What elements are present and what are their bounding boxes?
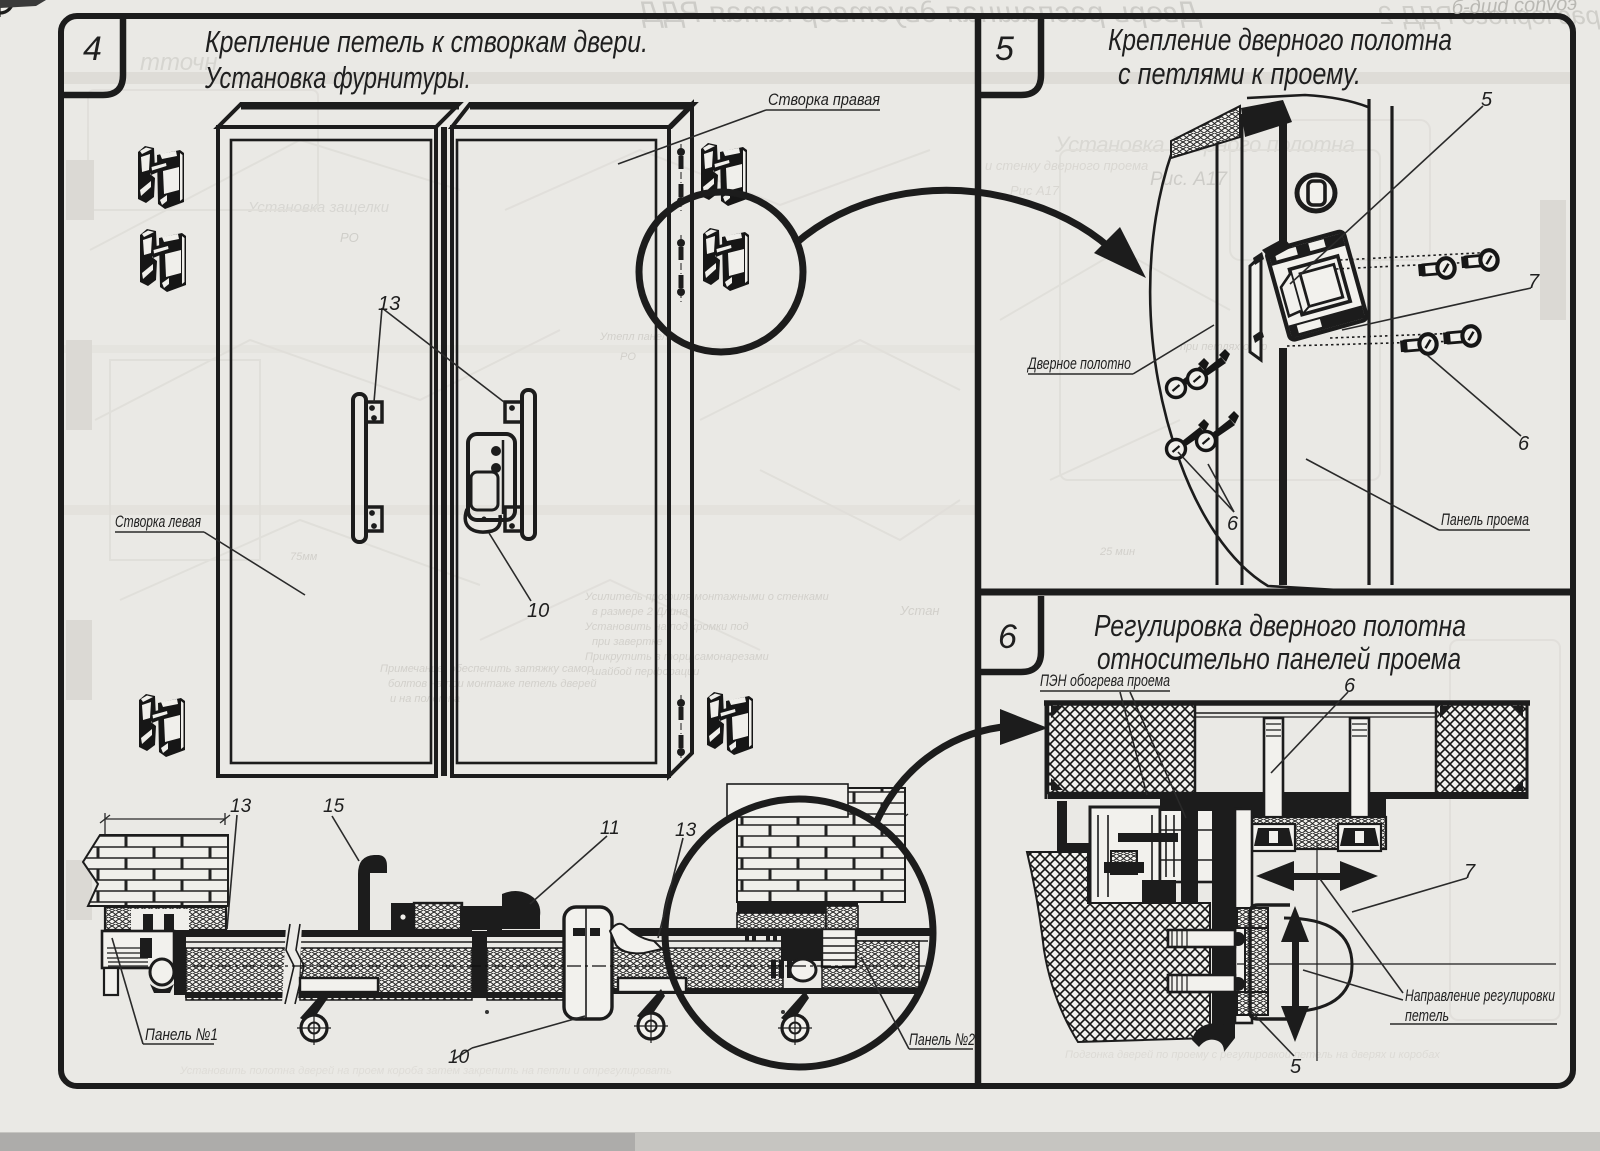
svg-text:13: 13 <box>230 796 252 817</box>
svg-text:Установить на под кромки под: Установить на под кромки под <box>584 621 749 633</box>
svg-text:с петлями к проему.: с петлями к проему. <box>1118 56 1361 91</box>
svg-text:6: 6 <box>998 618 1017 656</box>
svg-text:13: 13 <box>675 820 697 841</box>
svg-text:75мм: 75мм <box>290 551 318 563</box>
svg-text:Подгонка дверей по проему с ре: Подгонка дверей по проему с регулировкой… <box>1065 1049 1440 1061</box>
svg-text:РО: РО <box>620 351 636 363</box>
svg-text:РО: РО <box>340 230 359 245</box>
svg-text:б-дшd соnvоэ: б-дшd соnvоэ <box>1451 0 1577 19</box>
svg-text:при завертке: при завертке <box>592 636 663 648</box>
svg-text:Прикрутить в торц самонарезами: Прикрутить в торц самонарезами <box>585 651 769 663</box>
svg-text:11: 11 <box>600 818 620 839</box>
svg-text:Примечание: обеспечить затяжку: Примечание: обеспечить затяжку самор <box>380 663 593 675</box>
svg-text:Крепление дверного полотна: Крепление дверного полотна <box>1108 22 1452 57</box>
svg-text:Установка фурнитуры.: Установка фурнитуры. <box>204 60 471 95</box>
svg-text:болтов на при монтаже петель д: болтов на при монтаже петель дверей <box>388 678 596 690</box>
svg-text:Панель проема: Панель проема <box>1441 510 1529 529</box>
svg-text:15: 15 <box>323 796 345 817</box>
svg-text:5: 5 <box>1290 1056 1302 1078</box>
svg-text:Установка защелки: Установка защелки <box>247 199 390 216</box>
svg-text:Направление регулировки: Направление регулировки <box>1405 986 1555 1005</box>
svg-text:шайбой перфорации: шайбой перфорации <box>592 666 699 678</box>
svg-text:Панель №1: Панель №1 <box>145 1025 218 1044</box>
svg-text:10: 10 <box>527 600 549 622</box>
svg-text:тточн: тточн <box>140 49 218 76</box>
svg-text:7: 7 <box>1464 861 1476 883</box>
svg-text:Усилитель профиля монтажными о: Усилитель профиля монтажными о стенками <box>584 591 829 603</box>
svg-text:петель: петель <box>1405 1006 1449 1025</box>
svg-text:относительно панелей проема: относительно панелей проема <box>1097 641 1461 676</box>
svg-text:4: 4 <box>83 30 102 68</box>
svg-text:Регулировка дверного полотна: Регулировка дверного полотна <box>1094 608 1466 643</box>
svg-text:6: 6 <box>1518 433 1530 455</box>
svg-text:в размере 2 Длина: в размере 2 Длина <box>592 606 688 618</box>
svg-text:Створка правая: Створка правая <box>768 90 880 109</box>
svg-text:и на полотна: и на полотна <box>390 693 460 705</box>
svg-text:5: 5 <box>1481 89 1493 111</box>
svg-text:Установить полотна дверей на п: Установить полотна дверей на проем короб… <box>179 1065 672 1077</box>
svg-text:6: 6 <box>1227 513 1239 535</box>
svg-text:ПЭН обогрева проема: ПЭН обогрева проема <box>1040 671 1170 690</box>
svg-text:13: 13 <box>378 293 400 315</box>
svg-text:6: 6 <box>1344 675 1356 697</box>
svg-text:Панель №2: Панель №2 <box>909 1030 975 1049</box>
svg-text:25 мин: 25 мин <box>1099 546 1135 558</box>
svg-text:Дверное полотно: Дверное полотно <box>1027 354 1131 373</box>
svg-text:Рис А17: Рис А17 <box>1010 183 1060 198</box>
svg-text:7: 7 <box>1528 271 1540 293</box>
svg-text:Крепление петель к створкам дв: Крепление петель к створкам двери. <box>205 24 648 59</box>
svg-text:Устан: Устан <box>899 603 940 618</box>
svg-text:и стенку дверного проема: и стенку дверного проема <box>985 158 1148 173</box>
svg-text:5: 5 <box>995 30 1014 68</box>
svg-text:Створка левая: Створка левая <box>115 512 201 531</box>
svg-text:Рис. А17: Рис. А17 <box>1150 169 1229 190</box>
svg-text:10: 10 <box>448 1047 470 1068</box>
svg-text:при петлях опор: при петлях опор <box>1180 341 1267 353</box>
